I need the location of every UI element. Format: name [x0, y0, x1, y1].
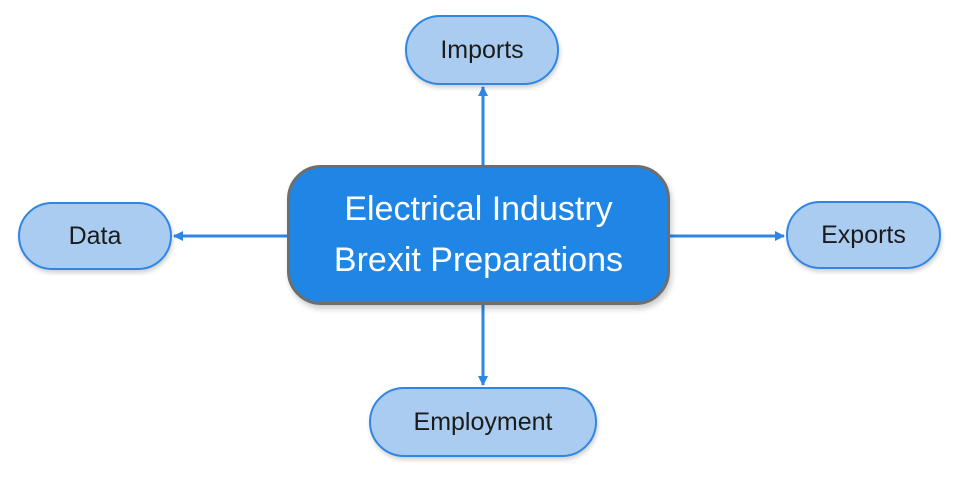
- central-topic-text: Electrical Industry Brexit Preparations: [334, 184, 623, 286]
- topic-node-employment[interactable]: Employment: [369, 387, 597, 457]
- central-topic-line-1: Electrical Industry: [344, 190, 613, 228]
- topic-label-employment: Employment: [413, 408, 553, 436]
- central-topic-node[interactable]: Electrical Industry Brexit Preparations: [287, 165, 670, 305]
- topic-label-exports: Exports: [821, 221, 906, 249]
- topic-node-data[interactable]: Data: [18, 202, 172, 270]
- topic-node-exports[interactable]: Exports: [786, 201, 941, 269]
- central-topic-line-2: Brexit Preparations: [333, 241, 624, 279]
- topic-label-imports: Imports: [440, 36, 524, 64]
- topic-label-data: Data: [68, 222, 122, 250]
- topic-node-imports[interactable]: Imports: [405, 15, 559, 85]
